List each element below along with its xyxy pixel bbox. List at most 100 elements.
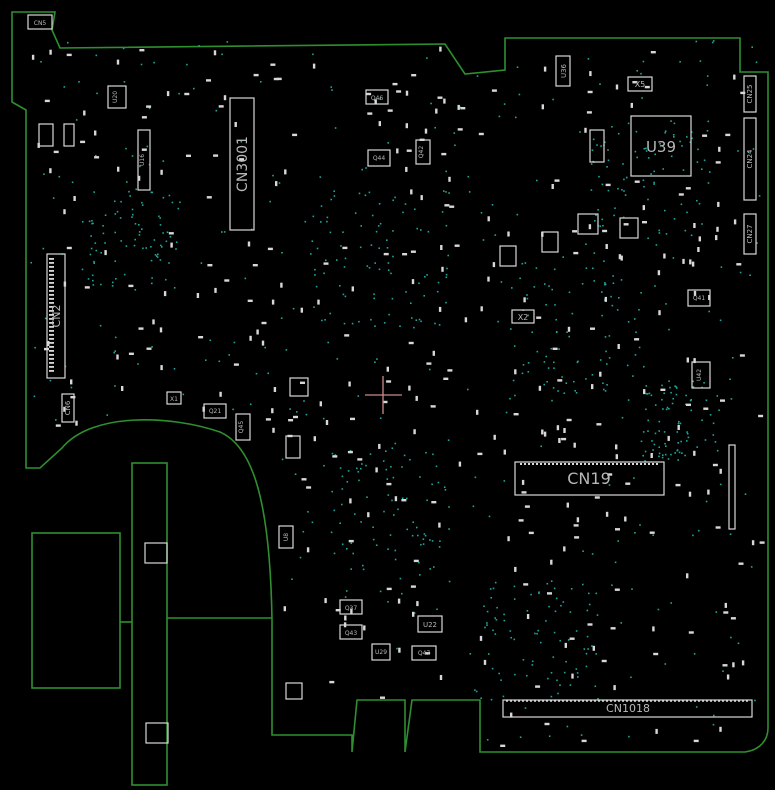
via — [140, 63, 143, 66]
via — [296, 411, 298, 413]
via — [673, 218, 676, 220]
via — [157, 253, 159, 256]
via — [503, 103, 506, 105]
via — [339, 467, 342, 469]
via — [693, 653, 696, 655]
passive-pad — [702, 134, 708, 137]
via — [642, 431, 645, 433]
via — [114, 200, 116, 203]
passive-pad — [543, 431, 547, 437]
via — [620, 279, 623, 281]
passive-pad — [141, 148, 147, 151]
ic-u22: U22 — [417, 615, 443, 633]
via — [422, 543, 425, 545]
via — [664, 131, 666, 134]
via — [598, 175, 600, 178]
passive-pad — [139, 49, 145, 52]
via — [90, 235, 92, 237]
via — [563, 392, 566, 394]
via — [566, 331, 568, 333]
passive-pad — [543, 66, 547, 72]
via — [593, 252, 596, 254]
via — [621, 189, 623, 191]
via — [494, 581, 497, 584]
passive-pad — [270, 63, 276, 66]
passive-pad — [615, 84, 619, 90]
via — [678, 420, 680, 423]
via — [500, 679, 502, 681]
via — [705, 500, 708, 503]
passive-pad — [441, 152, 447, 156]
via — [557, 692, 559, 695]
passive-pad — [625, 482, 631, 485]
passive-pad — [685, 187, 691, 190]
via — [439, 540, 441, 542]
via — [484, 626, 486, 629]
via — [324, 319, 326, 321]
via — [677, 422, 680, 425]
via — [162, 160, 165, 162]
via — [658, 446, 660, 448]
via — [379, 98, 381, 100]
via — [671, 402, 674, 405]
passive-pad — [458, 461, 462, 467]
via — [102, 232, 105, 235]
passive-pad — [292, 133, 298, 137]
via — [123, 273, 126, 276]
via — [568, 291, 571, 294]
passive-pad — [66, 53, 72, 57]
x5-label: X5 — [635, 80, 646, 89]
via — [326, 216, 329, 219]
passive-pad — [634, 338, 640, 341]
via — [387, 601, 389, 603]
via — [519, 736, 522, 738]
via — [119, 217, 122, 219]
passive-pad — [712, 463, 718, 467]
via — [104, 242, 106, 244]
via — [559, 639, 561, 642]
passive-pad — [653, 652, 659, 656]
via — [114, 350, 116, 352]
passive-pad — [736, 263, 742, 266]
via — [509, 397, 511, 400]
via — [588, 603, 591, 606]
via — [401, 497, 404, 499]
via — [467, 388, 469, 391]
via — [498, 115, 501, 118]
passive-pad — [740, 91, 746, 95]
via — [492, 587, 495, 590]
via — [730, 636, 732, 639]
via — [281, 458, 284, 461]
via — [510, 636, 512, 639]
via — [612, 275, 614, 277]
via — [255, 372, 258, 375]
via — [126, 181, 128, 183]
passive-pad — [751, 540, 755, 546]
via — [608, 357, 611, 359]
passive-pad — [170, 242, 173, 248]
passive-pad — [300, 307, 303, 313]
via — [447, 254, 449, 257]
via — [91, 222, 93, 225]
via — [548, 285, 550, 287]
connector-cn1018: CN1018 — [502, 699, 753, 718]
via — [661, 398, 663, 401]
via — [486, 622, 488, 624]
via — [597, 698, 599, 700]
via — [299, 556, 302, 559]
via — [618, 297, 620, 299]
passive-pad — [677, 425, 680, 430]
via — [623, 190, 625, 192]
via — [454, 144, 456, 147]
via — [153, 61, 155, 64]
passive-pad — [138, 327, 144, 330]
passive-pad — [284, 169, 287, 175]
via — [92, 222, 94, 225]
via — [370, 244, 373, 246]
via — [621, 416, 624, 419]
via — [636, 70, 638, 72]
via — [339, 285, 341, 287]
passive-pad — [513, 413, 519, 416]
via — [599, 359, 602, 361]
via — [159, 224, 162, 226]
